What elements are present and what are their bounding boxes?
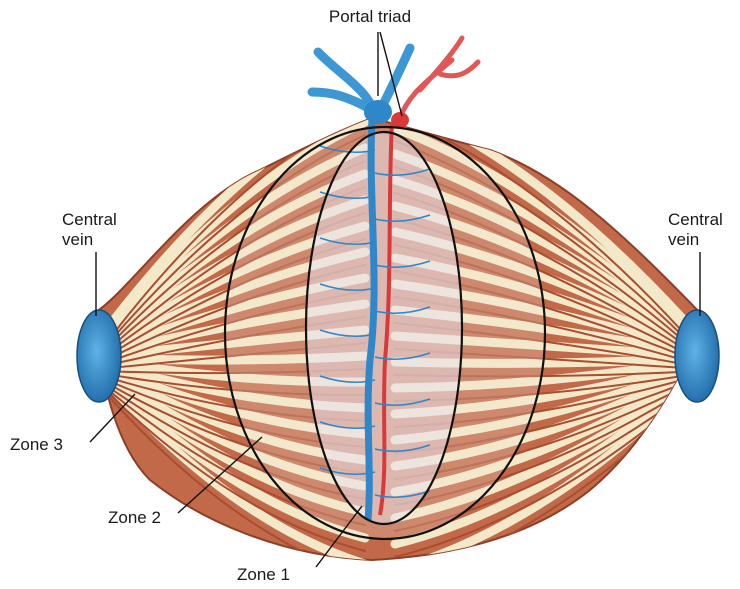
portal-triad-blue-vessel <box>364 100 392 124</box>
central-vein-left <box>77 310 121 402</box>
portal-triad-vein <box>312 48 410 118</box>
central-vein-right <box>675 310 719 402</box>
central-vein-left-label: Central vein <box>62 210 152 250</box>
zone-2-label: Zone 2 <box>108 508 161 528</box>
zone-3-label: Zone 3 <box>10 435 63 455</box>
portal-triad-red-vessel <box>391 112 409 128</box>
central-vein-right-label: Central vein <box>668 210 740 250</box>
zone-1-label: Zone 1 <box>237 565 290 585</box>
portal-triad-label: Portal triad <box>310 7 430 27</box>
